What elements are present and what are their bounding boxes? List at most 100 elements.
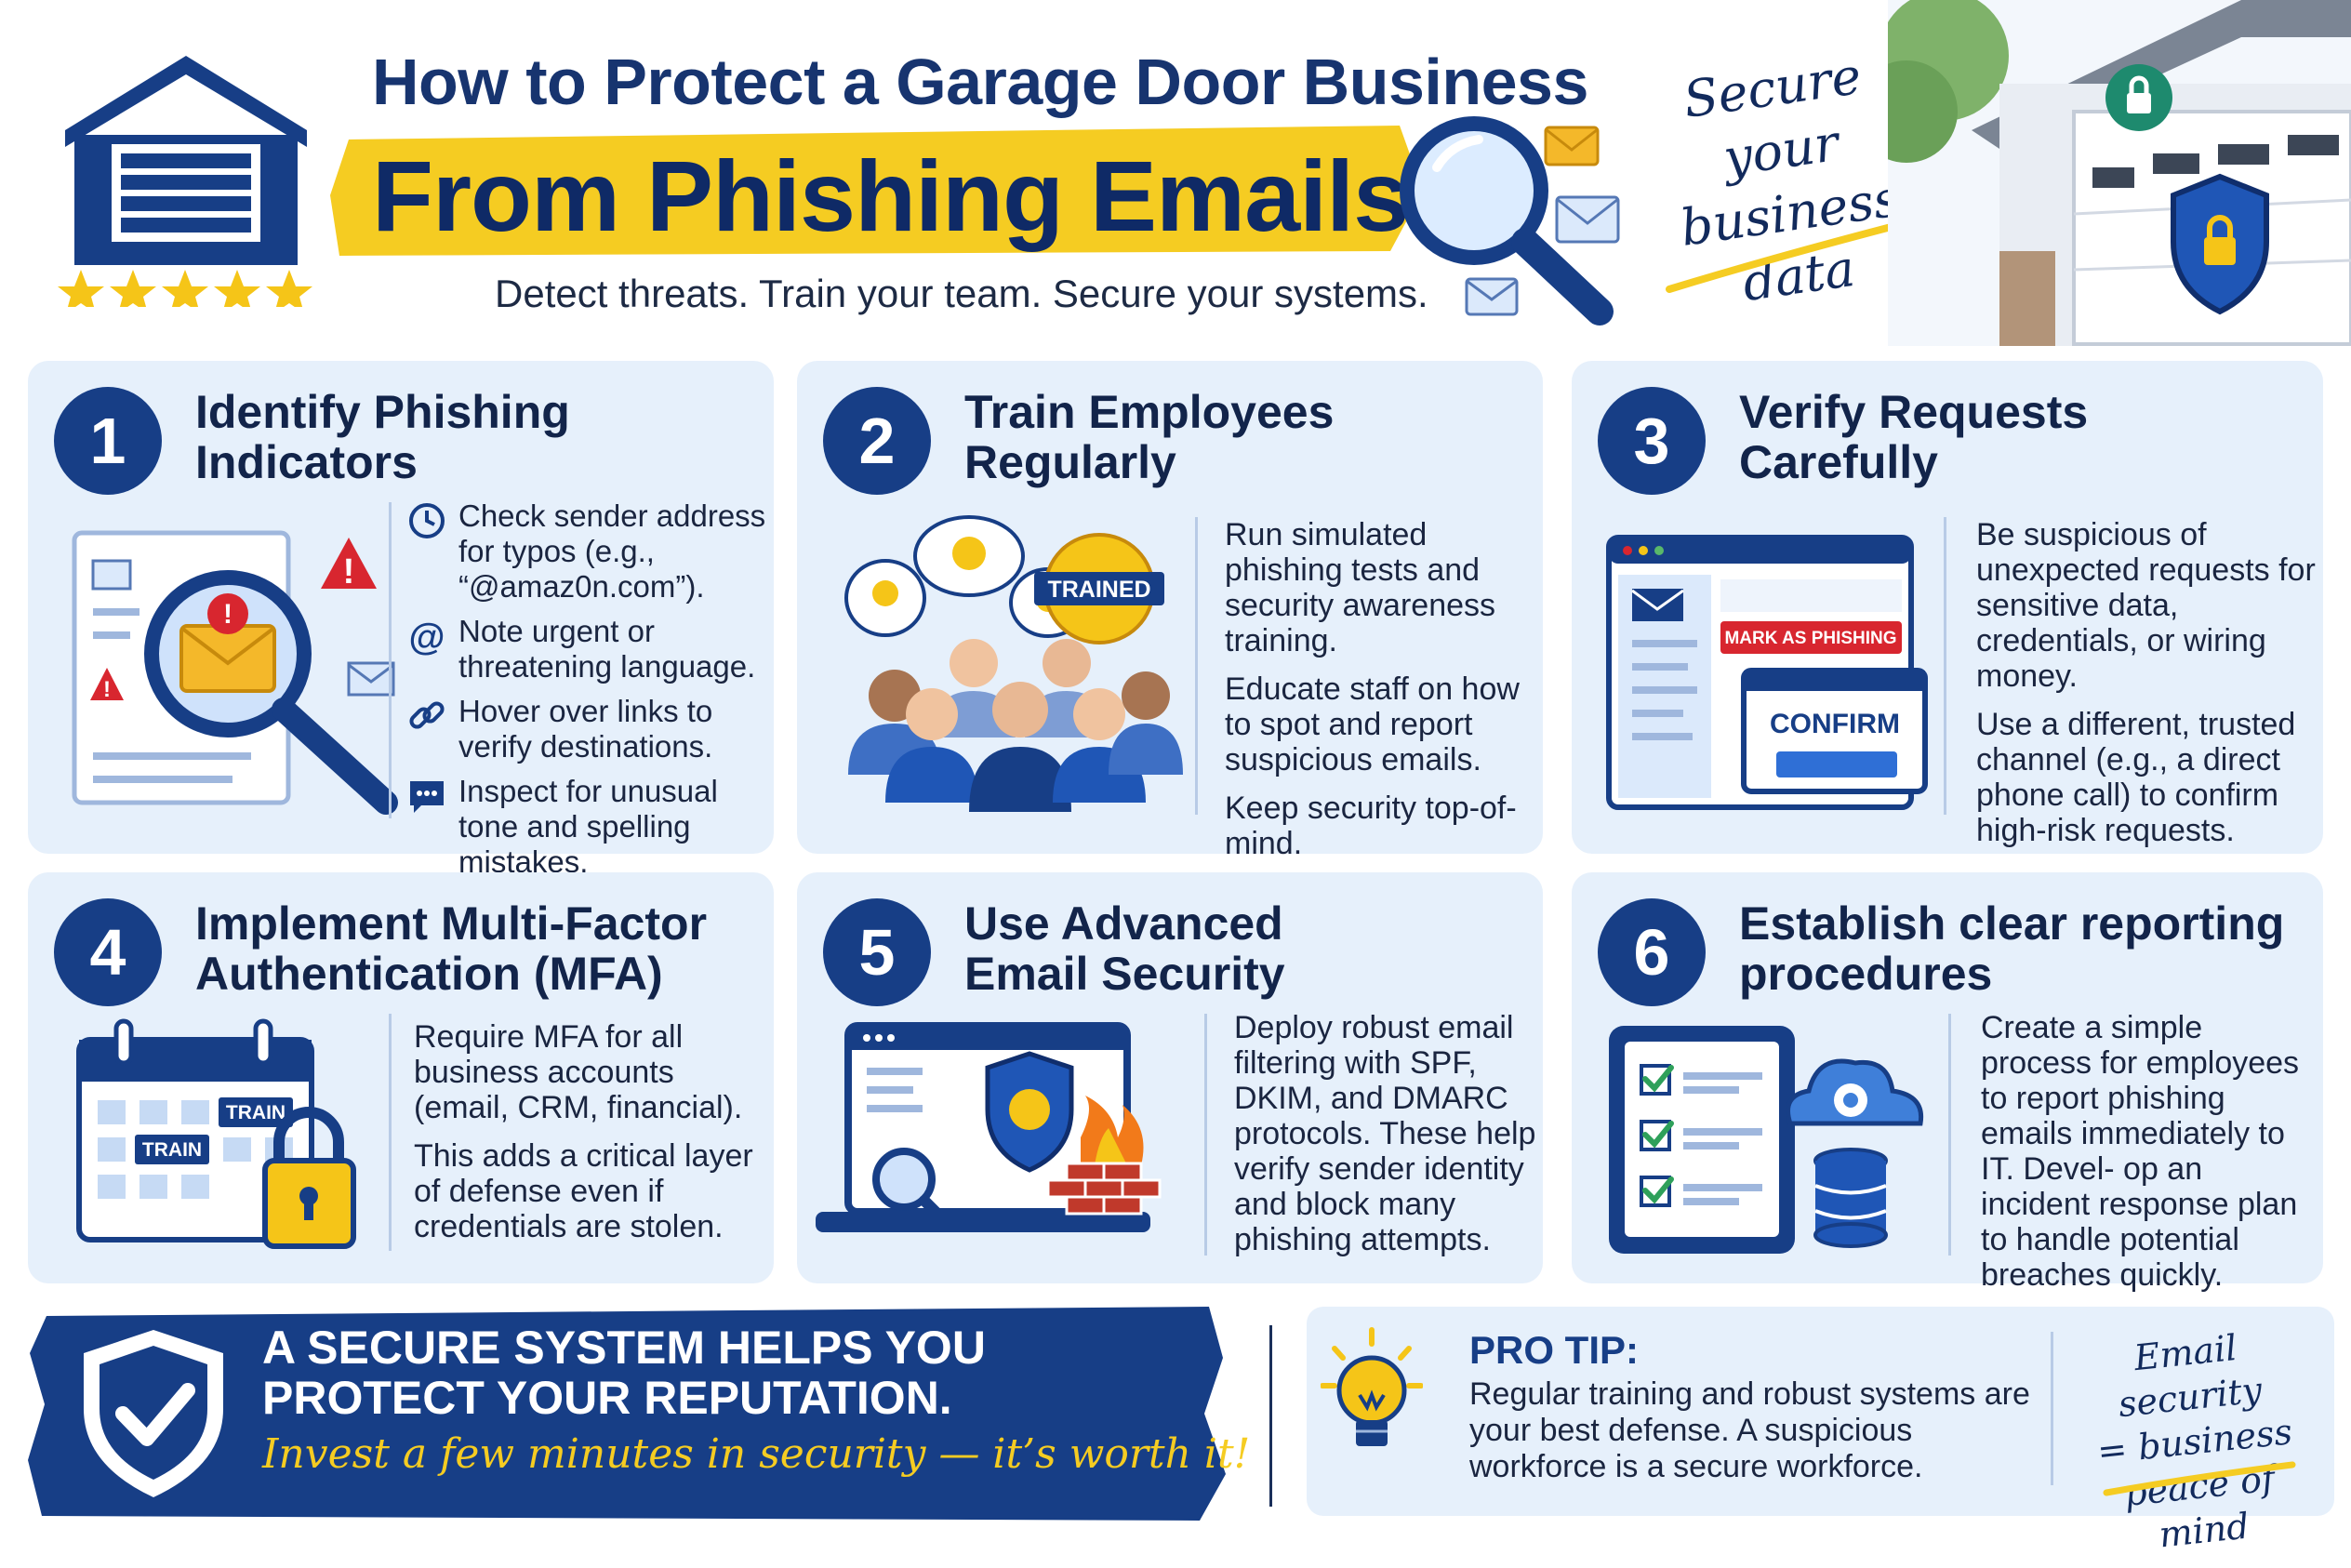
card-body: Run simulated phishing tests and securit…	[1225, 517, 1536, 874]
confirm-label: CONFIRM	[1770, 709, 1900, 739]
bullet-text: Inspect for unusual tone and spelling mi…	[458, 774, 718, 879]
card-verify-requests: 3 Verify Requests Carefully MARK AS PHIS…	[1572, 361, 2323, 854]
envelope-icon	[1465, 277, 1519, 316]
svg-text:!: !	[103, 677, 111, 702]
at-sign-icon: @	[408, 617, 445, 658]
body-paragraph: Deploy robust email filtering with SPF, …	[1234, 1010, 1536, 1257]
magnifier-icon	[1400, 116, 1614, 326]
title-main: From Phishing Emails	[372, 140, 1409, 252]
bullet-item: Hover over links to verify destinations.	[405, 694, 767, 764]
step-number: 1	[54, 387, 162, 495]
card-title-line: Email Security	[964, 948, 1285, 1000]
body-paragraph: Create a simple process for employees to…	[1981, 1010, 2300, 1293]
svg-text:@: @	[408, 617, 445, 658]
banner-line-1: A SECURE SYSTEM HELPS YOU	[262, 1322, 986, 1374]
bullet-item: @ Note urgent or threatening language.	[405, 614, 767, 684]
card-title-line: Authentication (MFA)	[195, 948, 663, 1000]
mark-as-phishing-button: MARK AS PHISHING	[1724, 629, 1896, 648]
section-divider	[1269, 1325, 1272, 1507]
train-tag: TRAIN	[142, 1139, 202, 1161]
banner-line-2: PROTECT YOUR REPUTATION.	[262, 1372, 952, 1424]
team-training-illustration: TRAINED	[844, 515, 1183, 812]
card-body: Check sender address for typos (e.g., “@…	[405, 498, 767, 889]
step-number: 4	[54, 898, 162, 1006]
step-number: 5	[823, 898, 931, 1006]
title-top: How to Protect a Garage Door Business	[372, 46, 1588, 118]
card-title: Implement Multi-Factor Authentication (M…	[195, 898, 707, 999]
card-body: Be suspicious of unexpected requests for…	[1976, 517, 2316, 861]
train-tag: TRAIN	[226, 1102, 286, 1123]
card-train-employees: 2 Train Employees Regularly TRAINED Run …	[797, 361, 1543, 861]
card-title: Train Employees Regularly	[964, 387, 1334, 487]
card-divider	[389, 502, 392, 818]
card-title-line: Establish clear reporting	[1739, 897, 2285, 950]
header: How to Protect a Garage Door Business Fr…	[0, 0, 2351, 346]
bullet-item: Inspect for unusual tone and spelling mi…	[405, 774, 767, 880]
card-title-line: Use Advanced	[964, 897, 1283, 950]
bullet-text: Note urgent or threatening language.	[458, 614, 756, 684]
garage-logo-icon	[58, 56, 312, 307]
peace-of-mind-script: Email security = business peace of mind	[2058, 1318, 2331, 1566]
card-title-line: Carefully	[1739, 436, 1938, 488]
bullet-item: Check sender address for typos (e.g., “@…	[405, 498, 767, 605]
step-number: 2	[823, 387, 931, 495]
card-reporting-procedures: 6 Establish clear reporting procedures C…	[1572, 872, 2323, 1293]
pro-tip-text: Regular training and robust systems are …	[1469, 1376, 2030, 1484]
banner-script: Invest a few minutes in security — it’s …	[262, 1430, 1251, 1478]
pro-tip-title: PRO TIP:	[1469, 1328, 1640, 1372]
body-paragraph: Keep security top-of-mind.	[1225, 791, 1517, 861]
card-identify-phishing: 1 Identify Phishing Indicators ! ! ! Che…	[28, 361, 774, 879]
card-divider	[1204, 1014, 1207, 1256]
clock-icon	[409, 503, 445, 538]
card-title-line: Indicators	[195, 436, 418, 488]
reputation-banner	[28, 1307, 1226, 1521]
card-title: Verify Requests Carefully	[1739, 387, 2088, 487]
title-highlight-band	[330, 126, 1423, 256]
yellow-underline	[1666, 220, 1906, 293]
step-number: 3	[1598, 387, 1706, 495]
card-divider	[1944, 517, 1946, 815]
shield-check-icon	[84, 1330, 223, 1497]
card-divider	[389, 1014, 392, 1251]
card-title-line: Verify Requests	[1739, 386, 2089, 438]
card-body: Create a simple process for employees to…	[1981, 1010, 2316, 1306]
body-paragraph: Require MFA for all business accounts (e…	[414, 1019, 743, 1125]
mark-phishing-window-illustration: MARK AS PHISHING CONFIRM	[1606, 535, 1928, 810]
card-title-line: procedures	[1739, 948, 1993, 1000]
link-icon	[409, 701, 445, 729]
laptop-firewall-illustration	[816, 1022, 1162, 1232]
subtitle: Detect threats. Train your team. Secure …	[495, 272, 1428, 315]
body-paragraph: Educate staff on how to spot and report …	[1225, 671, 1520, 777]
body-paragraph: This adds a critical layer of defense ev…	[414, 1138, 753, 1244]
card-title: Use Advanced Email Security	[964, 898, 1285, 999]
card-divider	[1195, 517, 1198, 815]
svg-text:!: !	[223, 599, 232, 630]
bullet-text: Check sender address for typos (e.g., “@…	[458, 498, 766, 604]
card-divider	[1948, 1014, 1951, 1256]
chat-bubble-icon	[410, 781, 444, 813]
yellow-underline	[2103, 1461, 2296, 1496]
bullet-text: Hover over links to verify destinations.	[458, 694, 713, 764]
svg-text:!: !	[343, 552, 355, 591]
envelope-icon	[1544, 126, 1600, 166]
phishing-magnifier-illustration: ! ! !	[72, 530, 398, 815]
card-implement-mfa: 4 Implement Multi-Factor Authentication …	[28, 872, 774, 1283]
card-body: Require MFA for all business accounts (e…	[414, 1019, 767, 1257]
card-title: Identify Phishing Indicators	[195, 387, 570, 487]
card-title-line: Regularly	[964, 436, 1176, 488]
checklist-cloud-illustration	[1609, 1026, 1924, 1254]
card-body: Deploy robust email filtering with SPF, …	[1234, 1010, 1536, 1270]
pro-tip-divider	[2051, 1332, 2053, 1485]
body-paragraph: Use a different, trusted channel (e.g., …	[1976, 707, 2296, 848]
card-title-line: Train Employees	[964, 386, 1335, 438]
card-email-security: 5 Use Advanced Email Security Deploy rob…	[797, 872, 1543, 1283]
card-title: Establish clear reporting procedures	[1739, 898, 2284, 999]
calendar-lock-illustration: TRAIN TRAIN	[76, 1018, 356, 1249]
envelope-icon	[1555, 195, 1620, 244]
garage-house-illustration	[1888, 0, 2351, 346]
step-number: 6	[1598, 898, 1706, 1006]
body-paragraph: Be suspicious of unexpected requests for…	[1976, 517, 2316, 694]
card-title-line: Implement Multi-Factor	[195, 897, 708, 950]
trained-badge: TRAINED	[1047, 577, 1150, 603]
lightbulb-icon	[1321, 1327, 1423, 1446]
